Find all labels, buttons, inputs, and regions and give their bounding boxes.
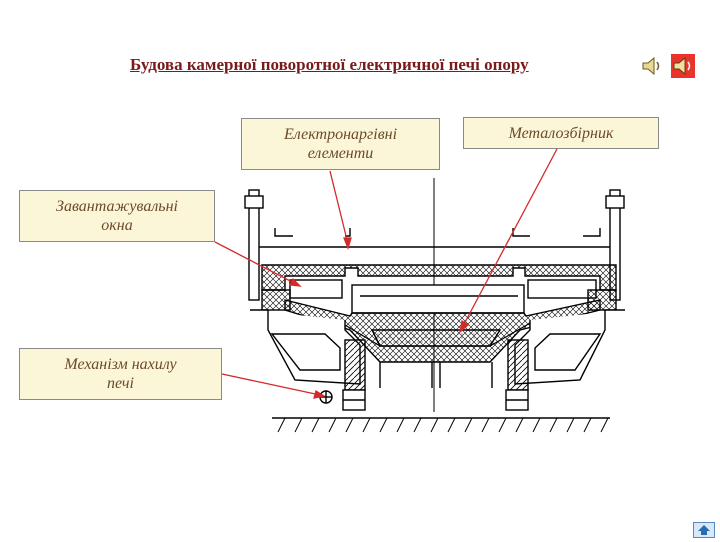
- callout-metal-collector-text: Металозбірник: [508, 124, 614, 142]
- callout-heating-elements-line2: елементи: [307, 145, 374, 162]
- callout-loading-windows-line1: Завантажувальні: [56, 198, 178, 215]
- arrow-metal-collector: [461, 148, 558, 329]
- speaker-icon[interactable]: [640, 54, 664, 78]
- home-up-icon[interactable]: [693, 522, 715, 538]
- callout-tilt-mechanism-line2: печі: [107, 375, 134, 392]
- callout-tilt-mechanism-line1: Механізм нахилу: [64, 356, 177, 373]
- callout-heating-elements: Електронаргівні елементи: [241, 118, 440, 170]
- callout-tilt-mechanism: Механізм нахилу печі: [19, 348, 222, 400]
- callout-metal-collector: Металозбірник: [463, 117, 659, 149]
- ground-hatching: [277, 417, 609, 433]
- speaker-icon-alt[interactable]: [671, 54, 695, 78]
- arrow-loading-windows: [214, 241, 297, 285]
- arrow-tilt-mechanism: [221, 373, 321, 396]
- page-title: Будова камерної поворотної електричної п…: [130, 55, 529, 74]
- callout-heating-elements-line1: Електронаргівні: [283, 126, 398, 143]
- callout-loading-windows-line2: окна: [101, 217, 133, 234]
- arrow-heating-elements: [329, 170, 349, 245]
- callout-loading-windows: Завантажувальні окна: [19, 190, 215, 242]
- furnace-structure: [244, 178, 625, 419]
- callout-arrows: [214, 148, 558, 399]
